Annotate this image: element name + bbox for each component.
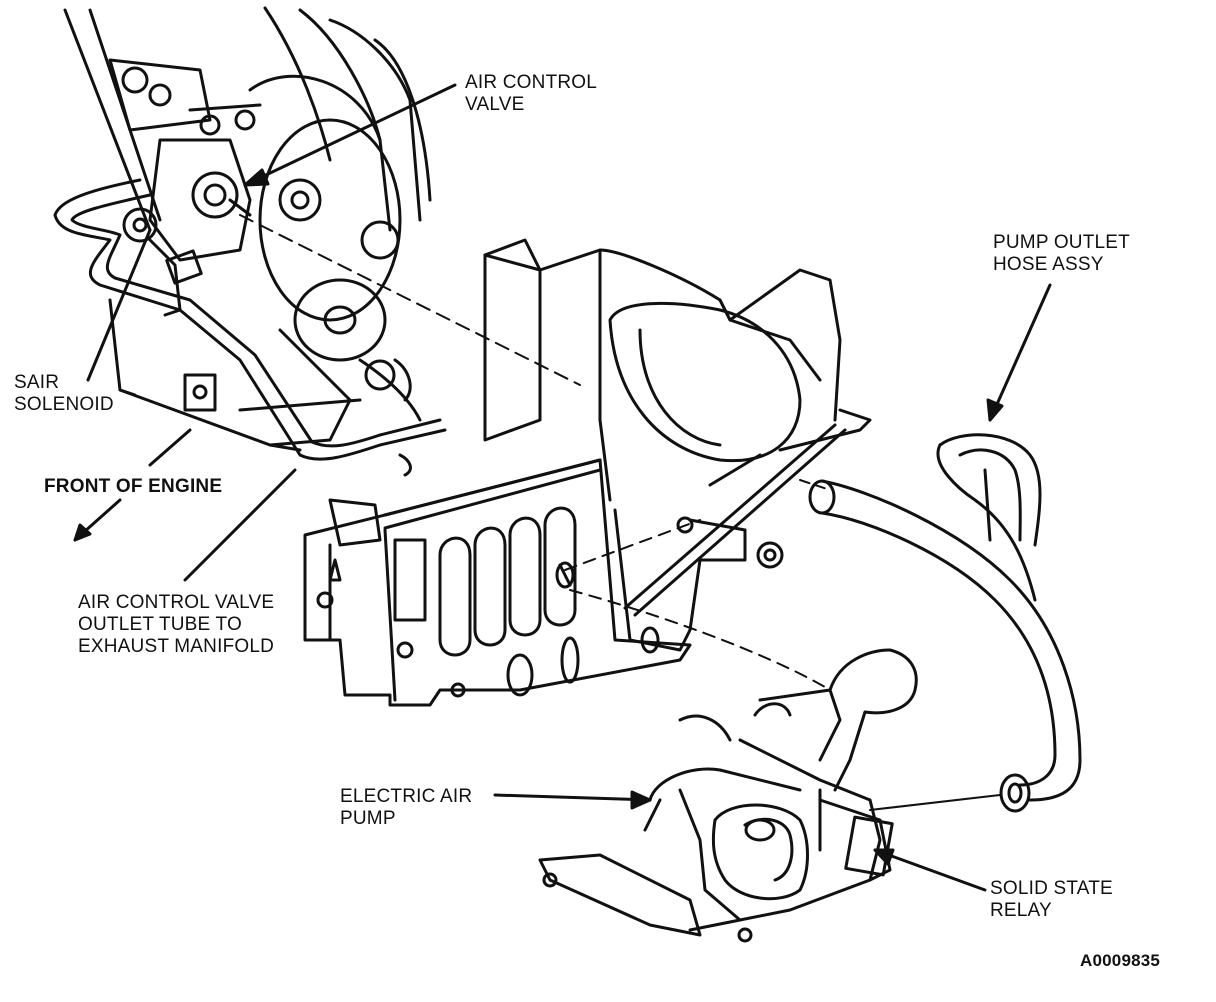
support-rod: [623, 423, 847, 617]
label-air-control-valve-outlet-tube: AIR CONTROL VALVE OUTLET TUBE TO EXHAUST…: [78, 592, 275, 657]
sair-solenoid-leader: [86, 228, 152, 382]
label-solid-state-relay: SOLID STATE RELAY: [990, 878, 1113, 921]
pump-outlet-hose: [808, 433, 1082, 813]
pump-outlet-hose-leader: [986, 283, 1052, 422]
label-pump-outlet-hose-assy: PUMP OUTLET HOSE ASSY: [993, 232, 1130, 275]
air-control-valve-leader: [243, 83, 457, 187]
outlet-tube-leader: [183, 468, 297, 582]
label-air-control-valve: AIR CONTROL VALVE: [465, 72, 598, 115]
solid-state-relay-leader: [873, 848, 987, 892]
alignment-line-lower: [569, 589, 831, 691]
front-of-engine-arrows: [73, 428, 192, 542]
electric-air-pump: [538, 648, 918, 943]
engine-assembly: [53, 6, 447, 477]
figure-id: A0009835: [1080, 951, 1161, 970]
pump-hose-connection-line: [869, 794, 1001, 811]
label-sair-solenoid: SAIR SOLENOID: [14, 372, 114, 415]
label-electric-air-pump: ELECTRIC AIR PUMP: [340, 786, 473, 829]
heat-exchanger: [303, 458, 692, 707]
electric-air-pump-leader: [493, 790, 652, 810]
valve-alignment-line: [239, 214, 581, 386]
alignment-line-upper: [564, 519, 701, 571]
label-front-of-engine: FRONT OF ENGINE: [44, 476, 223, 497]
